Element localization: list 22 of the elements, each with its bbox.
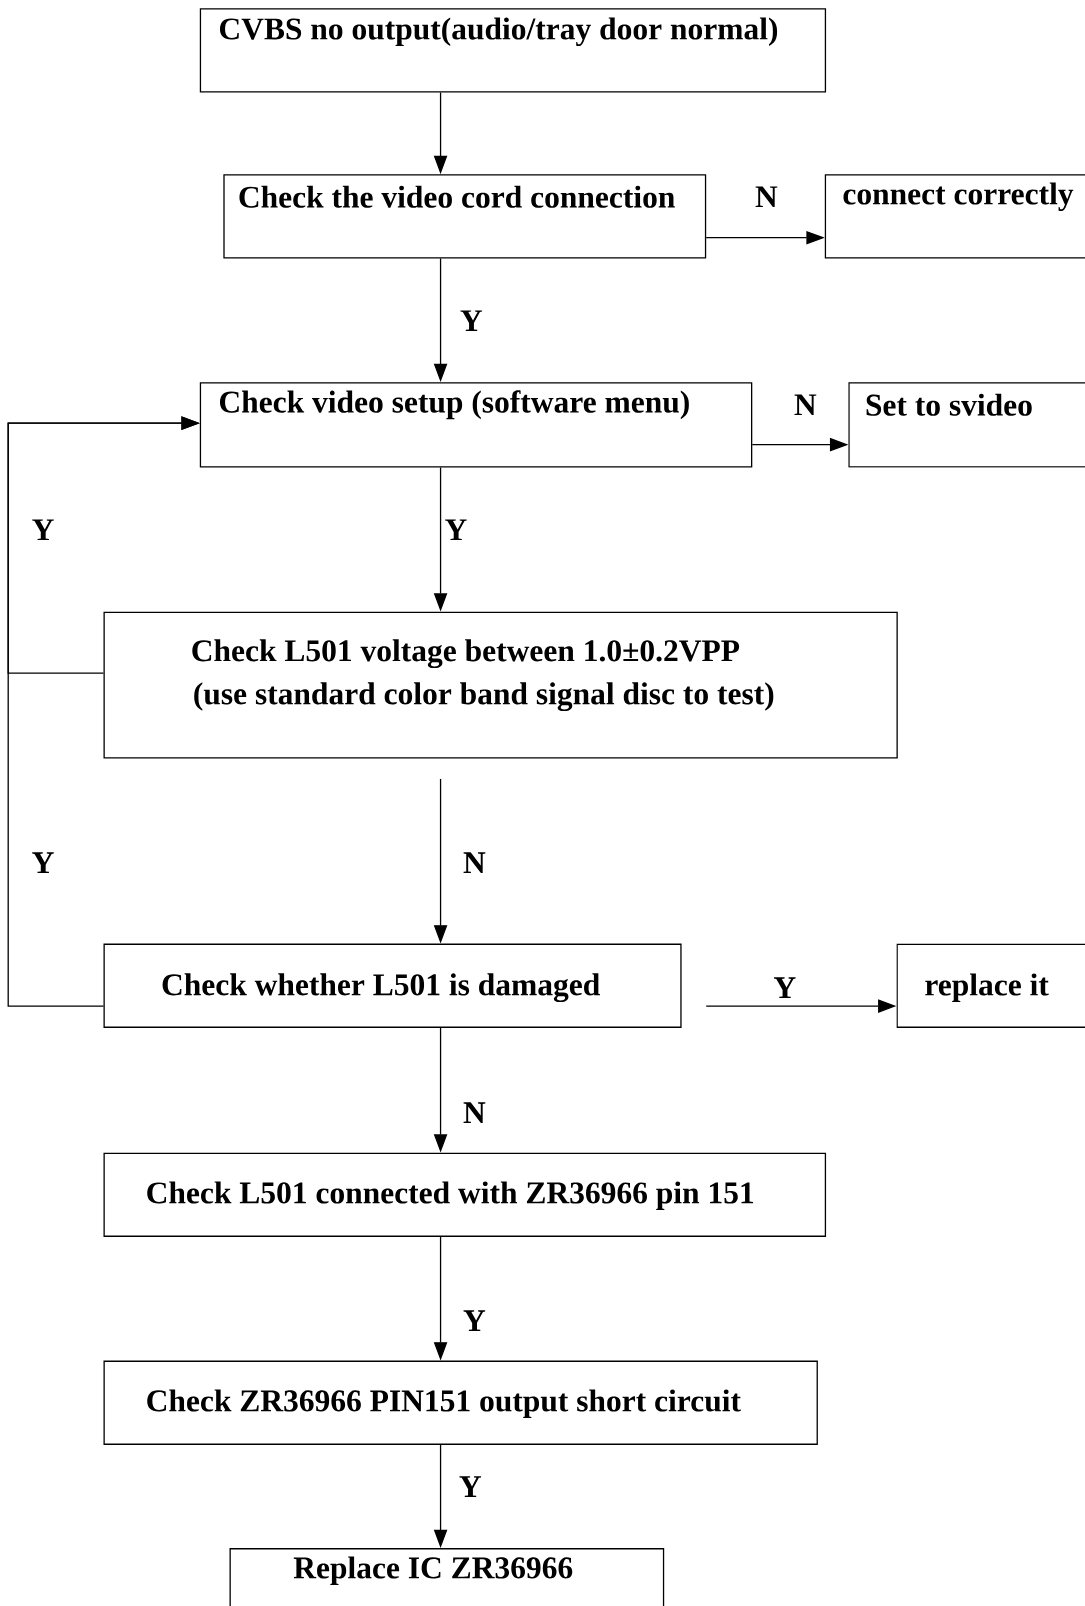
process-box: Set to svideo [848,382,1085,468]
process-box: Replace IC ZR36966 [229,1548,665,1606]
edge-label: Y [30,518,56,541]
edge-label: N [462,851,487,874]
edge-label: Y [30,851,56,874]
process-box: Check L501 connected with ZR36966 pin 151 [103,1152,827,1237]
process-box: Check L501 voltage between 1.0±0.2VPP (use standard color band signal disc to test) [103,611,898,759]
process-box: Check video setup (software menu) [199,382,753,468]
edge-label: Y [458,309,484,332]
edge-label: Y [443,518,469,541]
process-box: replace it [896,943,1085,1028]
edge-label: N [792,393,818,416]
process-box: Check the video cord connection [223,174,707,259]
edge-label: Y [462,1309,487,1332]
edge-label: Y [457,1475,483,1498]
edge-label: Y [772,976,798,999]
process-box: CVBS no output(audio/tray door normal) [199,8,827,93]
process-box: Check ZR36966 PIN151 output short circuit [103,1360,818,1445]
edge-label: N [754,185,779,209]
edge-label: N [462,1101,487,1124]
process-box: Check whether L501 is damaged [103,943,682,1028]
process-box: connect correctly [824,174,1085,259]
